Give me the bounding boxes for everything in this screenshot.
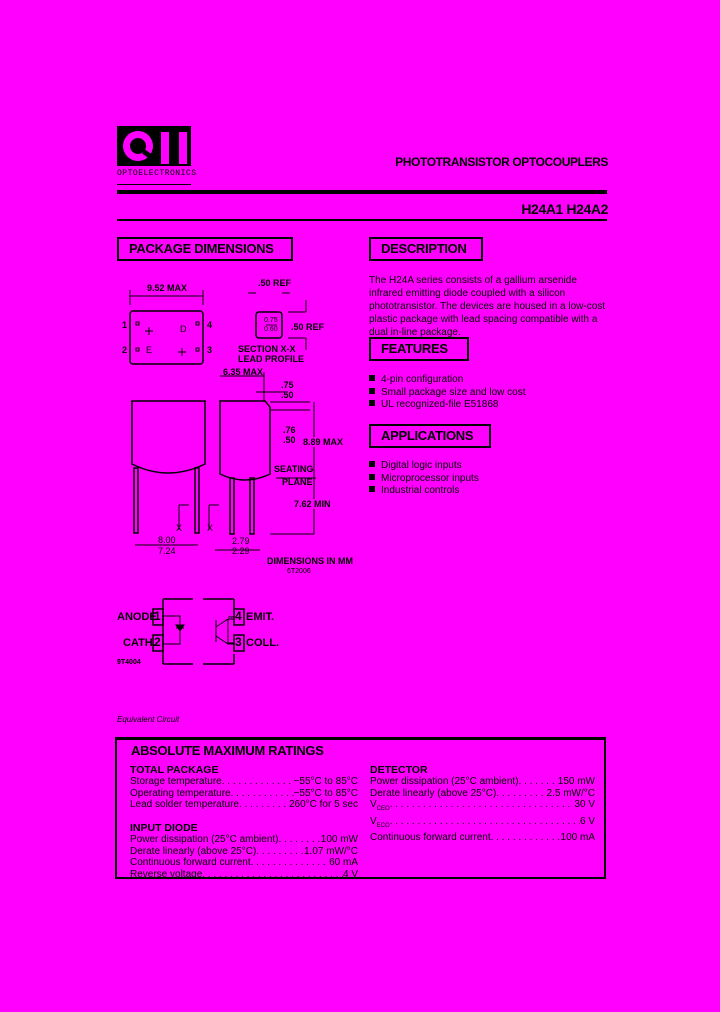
ratings-heading: ABSOLUTE MAXIMUM RATINGS xyxy=(131,743,324,758)
dim-pitch-b: 2.29 xyxy=(232,546,250,556)
circuit-pin-3: 3 xyxy=(235,635,242,649)
dim-depth-max: 6.35 MAX xyxy=(223,367,264,377)
dim-t2: .50 xyxy=(281,390,294,400)
input-diode-title: INPUT DIODE xyxy=(130,822,198,834)
rating-row: Derate linearly (above 25°C)1.07 mW/°C xyxy=(130,846,358,858)
x-marker-1: X xyxy=(176,523,183,533)
detector-group: DETECTOR Power dissipation (25°C ambient… xyxy=(370,764,595,844)
section-label: SECTION X-X xyxy=(238,344,296,354)
dim-span-b: 7.24 xyxy=(158,546,176,556)
lead-profile-label: LEAD PROFILE xyxy=(238,354,305,364)
pin-label-2: 2 xyxy=(122,345,128,355)
rating-row: Power dissipation (25°C ambient)150 mW xyxy=(370,776,595,788)
logo-graphic xyxy=(117,126,191,185)
dim-lead-b: 0.60 xyxy=(264,326,278,333)
package-dimensions-heading: PACKAGE DIMENSIONS xyxy=(117,237,293,261)
application-item: Microprocessor inputs xyxy=(369,473,479,486)
rating-row: Reverse voltage4 V xyxy=(130,869,358,881)
anode-label: ANODE xyxy=(117,611,157,623)
dim-ref-top: .50 REF xyxy=(258,278,292,288)
feature-item: UL recognized-file E51868 xyxy=(369,399,526,412)
pin-label-4: 4 xyxy=(207,320,213,330)
detector-title: DETECTOR xyxy=(370,764,428,776)
seating-label: SEATING xyxy=(274,464,314,474)
dimensions-units: DIMENSIONS IN MM xyxy=(267,556,354,566)
dim-lead-a: 0.75 xyxy=(264,317,278,324)
description-heading: DESCRIPTION xyxy=(369,237,483,261)
plane-label: PLANE xyxy=(282,477,313,487)
pin-label-3: 3 xyxy=(207,345,213,355)
dim-width-max: 9.52 MAX xyxy=(147,283,188,293)
circuit-pin-4: 4 xyxy=(235,609,242,623)
feature-item: 4-pin configuration xyxy=(369,374,526,387)
rating-row: Power dissipation (25°C ambient)100 mW xyxy=(130,834,358,846)
logo-text: OPTOELECTRONICS xyxy=(117,169,197,178)
application-item: Digital logic inputs xyxy=(369,460,479,473)
rating-row: Operating temperature−55°C to 85°C xyxy=(130,788,358,800)
dim-ref-side: .50 REF xyxy=(291,322,325,332)
feature-item: Small package size and low cost xyxy=(369,387,526,400)
cathode-label: CATH. xyxy=(123,637,156,649)
circuit-pin-1: 1 xyxy=(154,609,161,623)
collector-label: COLL. xyxy=(246,637,279,649)
dim-t4: .50 xyxy=(283,435,296,445)
applications-list: Digital logic inputs Microprocessor inpu… xyxy=(369,460,479,498)
mark-e: E xyxy=(146,345,153,355)
ratings-box: ABSOLUTE MAXIMUM RATINGS TOTAL PACKAGE S… xyxy=(115,737,606,880)
total-package-group: TOTAL PACKAGE Storage temperature−55°C t… xyxy=(130,764,358,811)
header-rule-bottom xyxy=(117,219,607,221)
dim-lead-min: 7.62 MIN xyxy=(294,499,331,509)
total-package-title: TOTAL PACKAGE xyxy=(130,764,219,776)
circuit-drawing-id: 9T4004 xyxy=(117,659,141,666)
input-diode-group: INPUT DIODE Power dissipation (25°C ambi… xyxy=(130,822,358,880)
applications-heading: APPLICATIONS xyxy=(369,424,491,448)
drawing-id: 6T2006 xyxy=(287,568,311,575)
rating-row: Lead solder temperature260°C for 5 sec xyxy=(130,799,358,811)
dim-height-max: 8.89 MAX xyxy=(303,437,344,447)
rating-row: VECO6 V xyxy=(370,816,595,833)
application-item: Industrial controls xyxy=(369,485,479,498)
features-list: 4-pin configuration Small package size a… xyxy=(369,374,526,412)
mark-d: D xyxy=(180,324,187,334)
dim-t1: .75 xyxy=(281,380,294,390)
pin-label-1: 1 xyxy=(122,320,128,330)
rating-row: VCEO30 V xyxy=(370,799,595,816)
rating-row: Continuous forward current100 mA xyxy=(370,832,595,844)
dim-t3: .76 xyxy=(283,425,296,435)
features-heading: FEATURES xyxy=(369,337,469,361)
description-text: The H24A series consists of a gallium ar… xyxy=(369,275,606,338)
rating-row: Derate linearly (above 25°C)2.5 mW/°C xyxy=(370,788,595,800)
circuit-caption: Equivalent Circuit xyxy=(117,715,180,724)
rating-row: Continuous forward current60 mA xyxy=(130,857,358,869)
x-marker-2: X xyxy=(207,523,214,533)
part-numbers: H24A1 H24A2 xyxy=(521,201,608,217)
qt-logo: OPTOELECTRONICS xyxy=(117,124,196,186)
header-rule-top xyxy=(117,190,607,194)
rating-row: Storage temperature−55°C to 85°C xyxy=(130,776,358,788)
document-title: PHOTOTRANSISTOR OPTOCOUPLERS xyxy=(395,155,608,169)
dim-pitch-a: 2.79 xyxy=(232,536,250,546)
circuit-pin-2: 2 xyxy=(154,635,161,649)
emitter-label: EMIT. xyxy=(246,611,275,623)
dim-span-a: 8.00 xyxy=(158,535,176,545)
